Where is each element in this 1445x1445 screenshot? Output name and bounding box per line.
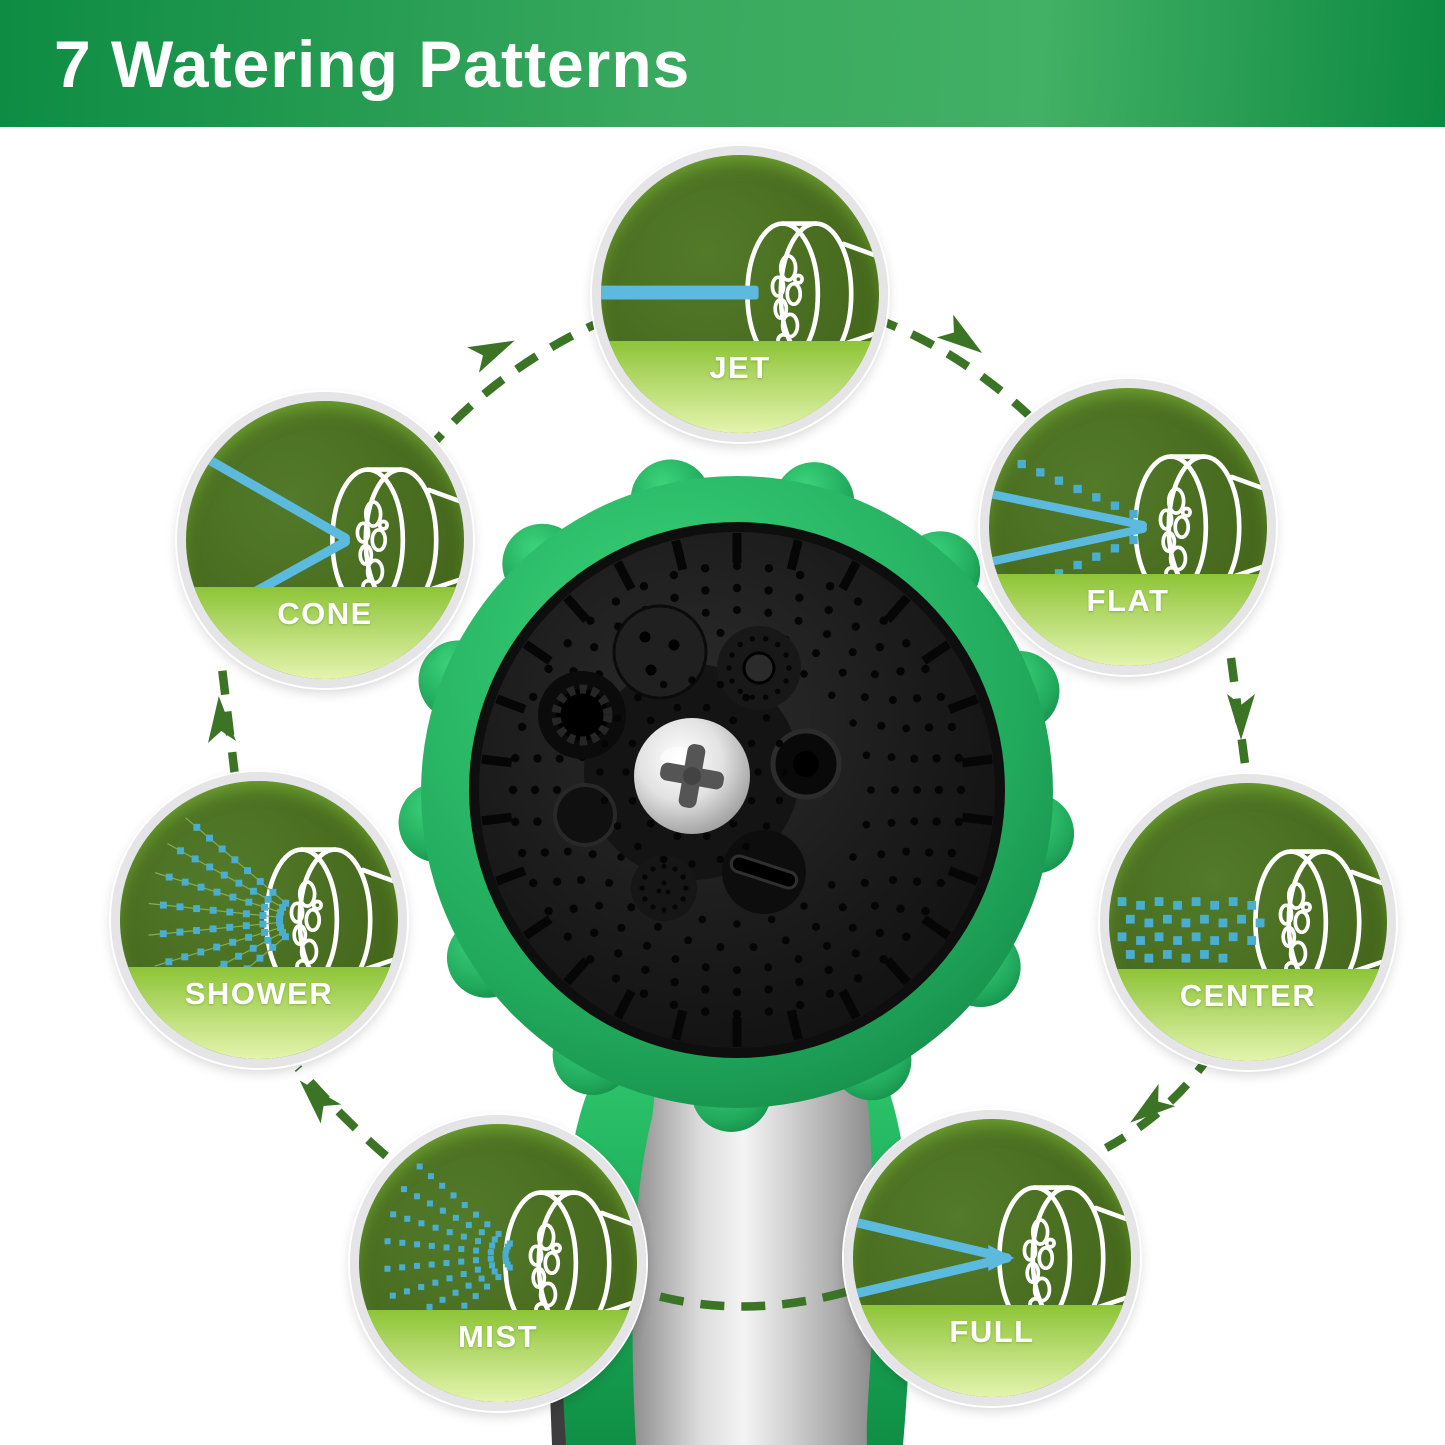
label-band: CENTER [1109,969,1387,1061]
full-spray-graphic [853,1216,1015,1300]
arrow-jet-to-flat [872,314,1043,430]
arrow-center-to-full [1103,1049,1216,1152]
pattern-label-flat: FLAT [1086,583,1170,619]
full-illustration [853,1119,1131,1397]
arrow-full-to-mist [648,1287,848,1311]
mist-illustration [384,1163,637,1402]
spray-ports [538,604,842,921]
port-hole-dots [596,636,792,913]
pattern-label-mist: MIST [457,1319,539,1355]
center-spray-graphic [1117,897,1265,963]
pattern-circle-center: CENTER [1100,774,1396,1070]
face-edge-ticks [481,533,993,1047]
flat-illustration [989,451,1267,666]
label-band: MIST [359,1310,637,1402]
mist-spray-graphic [384,1163,513,1347]
pattern-circle-full: FULL [844,1110,1140,1406]
jet-illustration [601,155,879,433]
pattern-label-cone: CONE [277,596,373,632]
jet-spray-graphic [601,285,759,300]
label-band: FULL [853,1305,1131,1397]
pattern-circle-mist: MIST [350,1115,646,1411]
arrowheads [208,314,1255,1124]
pattern-label-jet: JET [709,350,771,386]
pattern-circle-jet: JET [592,146,888,442]
pattern-circle-flat: FLAT [980,379,1276,675]
center-screw [634,718,750,834]
label-band: FLAT [989,574,1267,666]
label-band: JET [601,341,879,433]
pattern-circle-shower: SHOWER [111,772,407,1068]
label-band: SHOWER [120,967,398,1059]
pattern-label-center: CENTER [1179,978,1317,1014]
header-banner: 7 Watering Patterns [0,0,1445,127]
page-title: 7 Watering Patterns [54,26,691,101]
pattern-label-shower: SHOWER [184,976,334,1012]
nozzle-handle [548,1034,911,1445]
arrow-mist-to-shower [294,1065,389,1160]
center-illustration [1117,783,1387,1061]
pattern-label-full: FULL [949,1314,1035,1350]
flat-spray-graphic [989,451,1147,603]
pattern-circle-cone: CONE [177,392,473,688]
label-band: CONE [186,587,464,679]
